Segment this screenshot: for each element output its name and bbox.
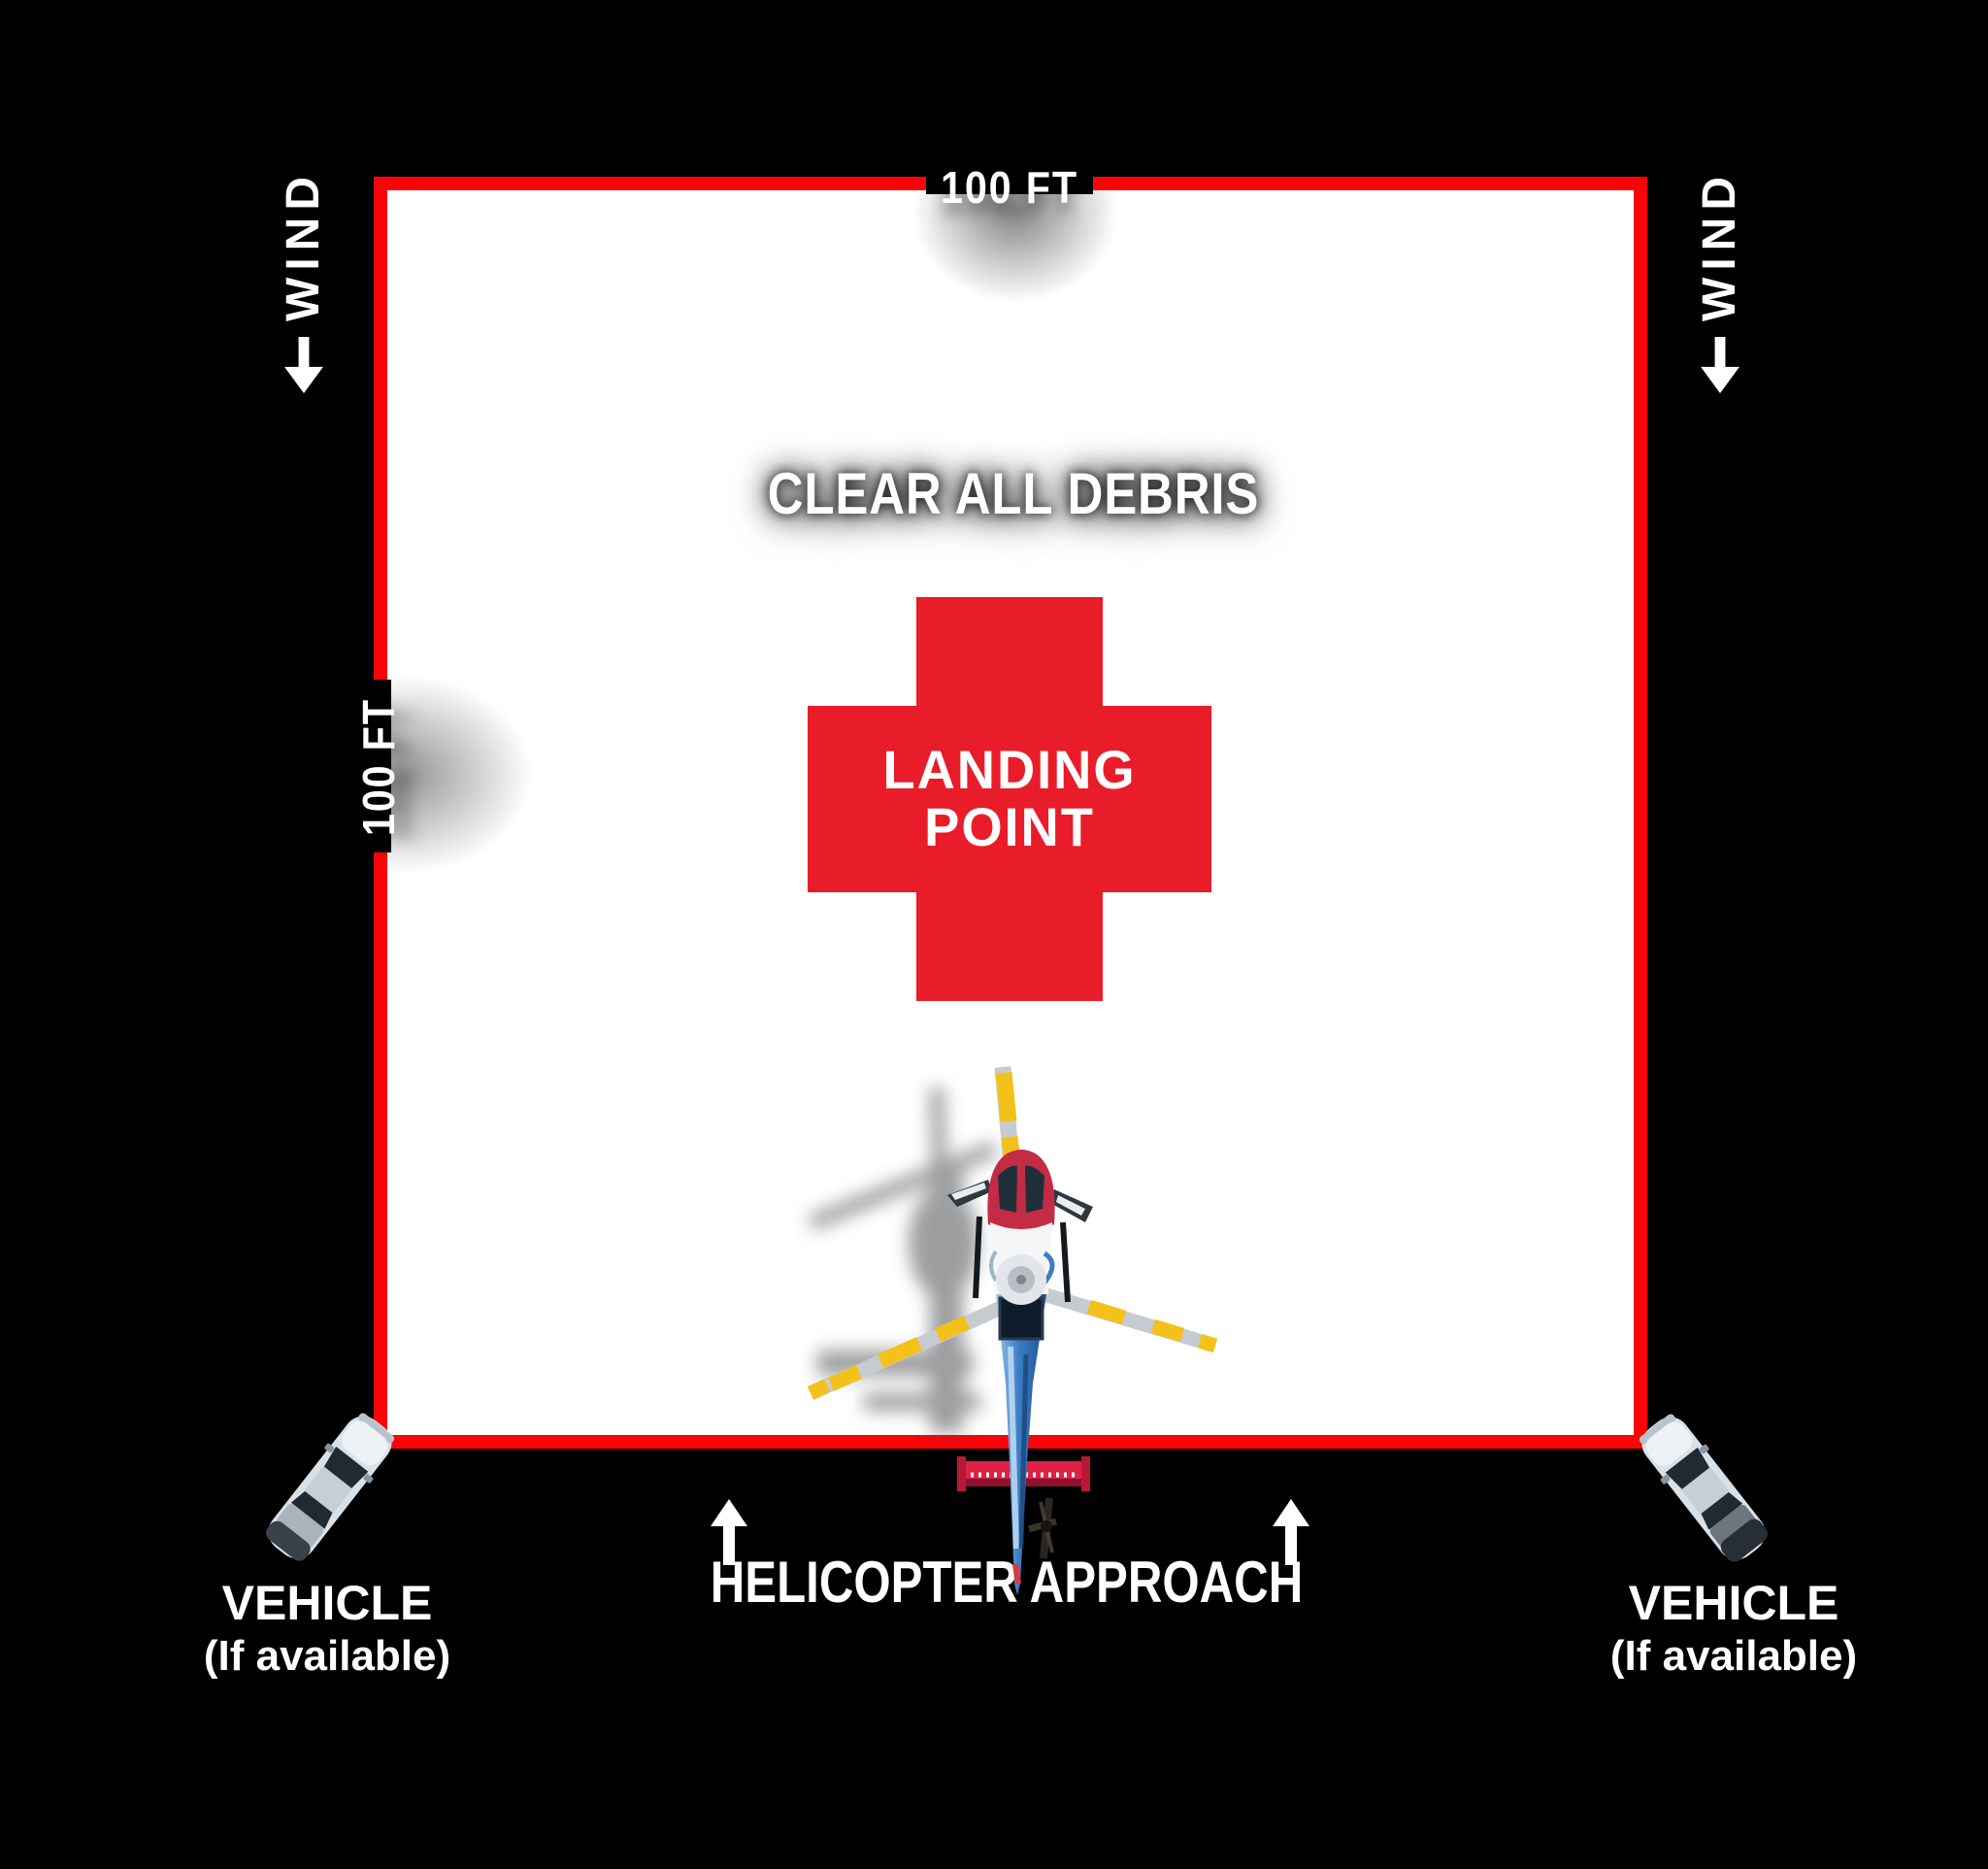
wind-marker-right: WIND <box>1693 170 1747 393</box>
cockpit-canopy <box>987 1150 1055 1236</box>
left-dimension-label-wrap: 100 FT <box>353 680 404 854</box>
vehicle-note-right: (If available) <box>1609 1632 1858 1680</box>
label-shadow-top <box>909 190 1122 307</box>
wind-down-arrow-icon <box>284 336 323 393</box>
landing-point-line2: POINT <box>924 796 1095 857</box>
label-shadow-left <box>386 668 542 882</box>
helicopter-top-view-icon <box>807 1066 1218 1595</box>
wind-label-left: WIND <box>278 170 329 321</box>
vehicle-note-left: (If available) <box>203 1632 451 1680</box>
tail-boom <box>996 1294 1046 1595</box>
landing-point-label: LANDING POINT <box>813 597 1206 1001</box>
clear-debris-text: CLEAR ALL DEBRIS <box>767 461 1260 526</box>
landing-cross: LANDING POINT <box>808 597 1211 1001</box>
car-top-view-icon <box>1639 1414 1768 1562</box>
cross-horizontal-bar <box>808 706 1211 892</box>
helicopter-approach-label: HELICOPTER APPROACH <box>710 1550 1304 1615</box>
vehicle-label-left: VEHICLE <box>221 1576 433 1630</box>
vehicle-label-right: VEHICLE <box>1628 1576 1839 1630</box>
rotor-hub <box>996 1254 1046 1305</box>
tail-rotor <box>1028 1497 1057 1559</box>
border-gap-top <box>926 173 1093 194</box>
approach-up-arrow-icon <box>711 1499 747 1565</box>
car-top-view-icon <box>266 1413 395 1561</box>
approach-up-arrow-icon <box>1273 1499 1309 1565</box>
border-gap-left <box>372 680 391 852</box>
wind-down-arrow-icon <box>1701 336 1740 393</box>
left-dimension-label: 100 FT <box>353 698 404 836</box>
top-dimension-label: 100 FT <box>941 162 1078 213</box>
wind-label-right: WIND <box>1694 170 1745 321</box>
landing-point-line1: LANDING <box>882 739 1137 801</box>
wind-marker-left: WIND <box>277 170 331 393</box>
